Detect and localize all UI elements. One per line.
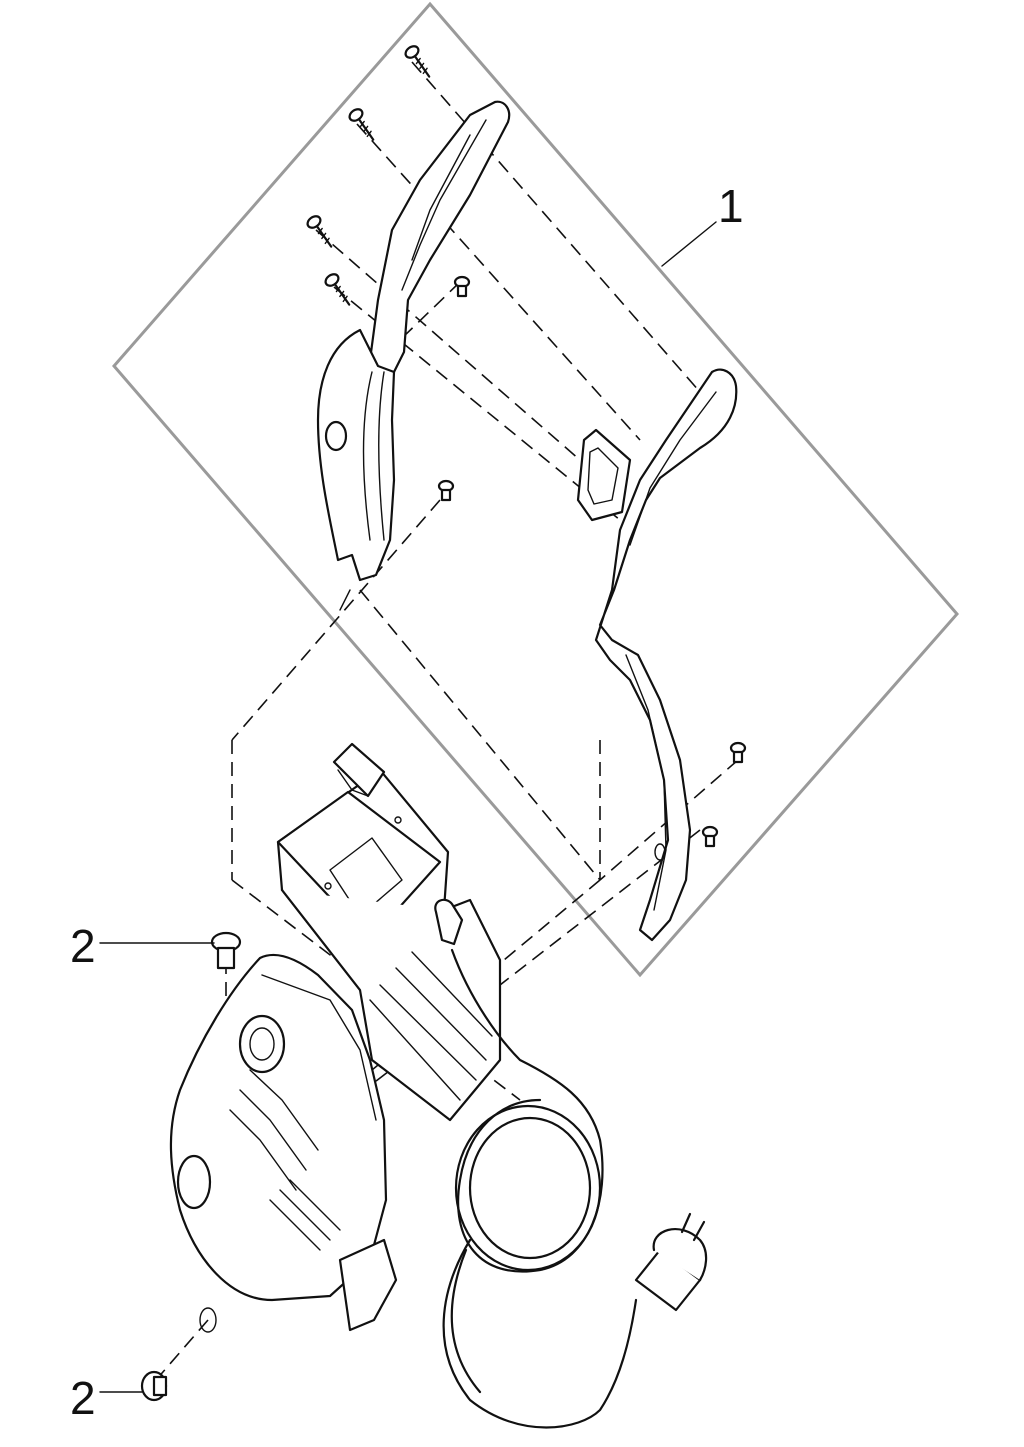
leader-line-part-1	[661, 221, 717, 267]
handle-right-half	[576, 368, 738, 942]
callout-part-2-bottom: 2	[70, 1372, 96, 1424]
assembly-group-frame	[112, 1, 959, 978]
screw-icon	[348, 108, 375, 141]
clip-screw-icon	[453, 275, 471, 298]
callout-part-2-top: 2	[70, 920, 96, 972]
clip-screw-icon	[729, 741, 747, 764]
pump-motor	[169, 742, 502, 1333]
screw-icon	[404, 45, 431, 78]
screw-group	[306, 45, 747, 848]
plug-bottom	[140, 1370, 168, 1402]
screw-icon	[324, 273, 351, 306]
clip-screw-icon	[437, 479, 455, 502]
plug-top	[210, 931, 242, 970]
handle-left-half	[316, 100, 511, 611]
screw-icon	[306, 215, 333, 248]
callout-part-1: 1	[718, 180, 744, 232]
power-cable	[442, 948, 708, 1429]
clip-screw-icon	[701, 825, 719, 848]
